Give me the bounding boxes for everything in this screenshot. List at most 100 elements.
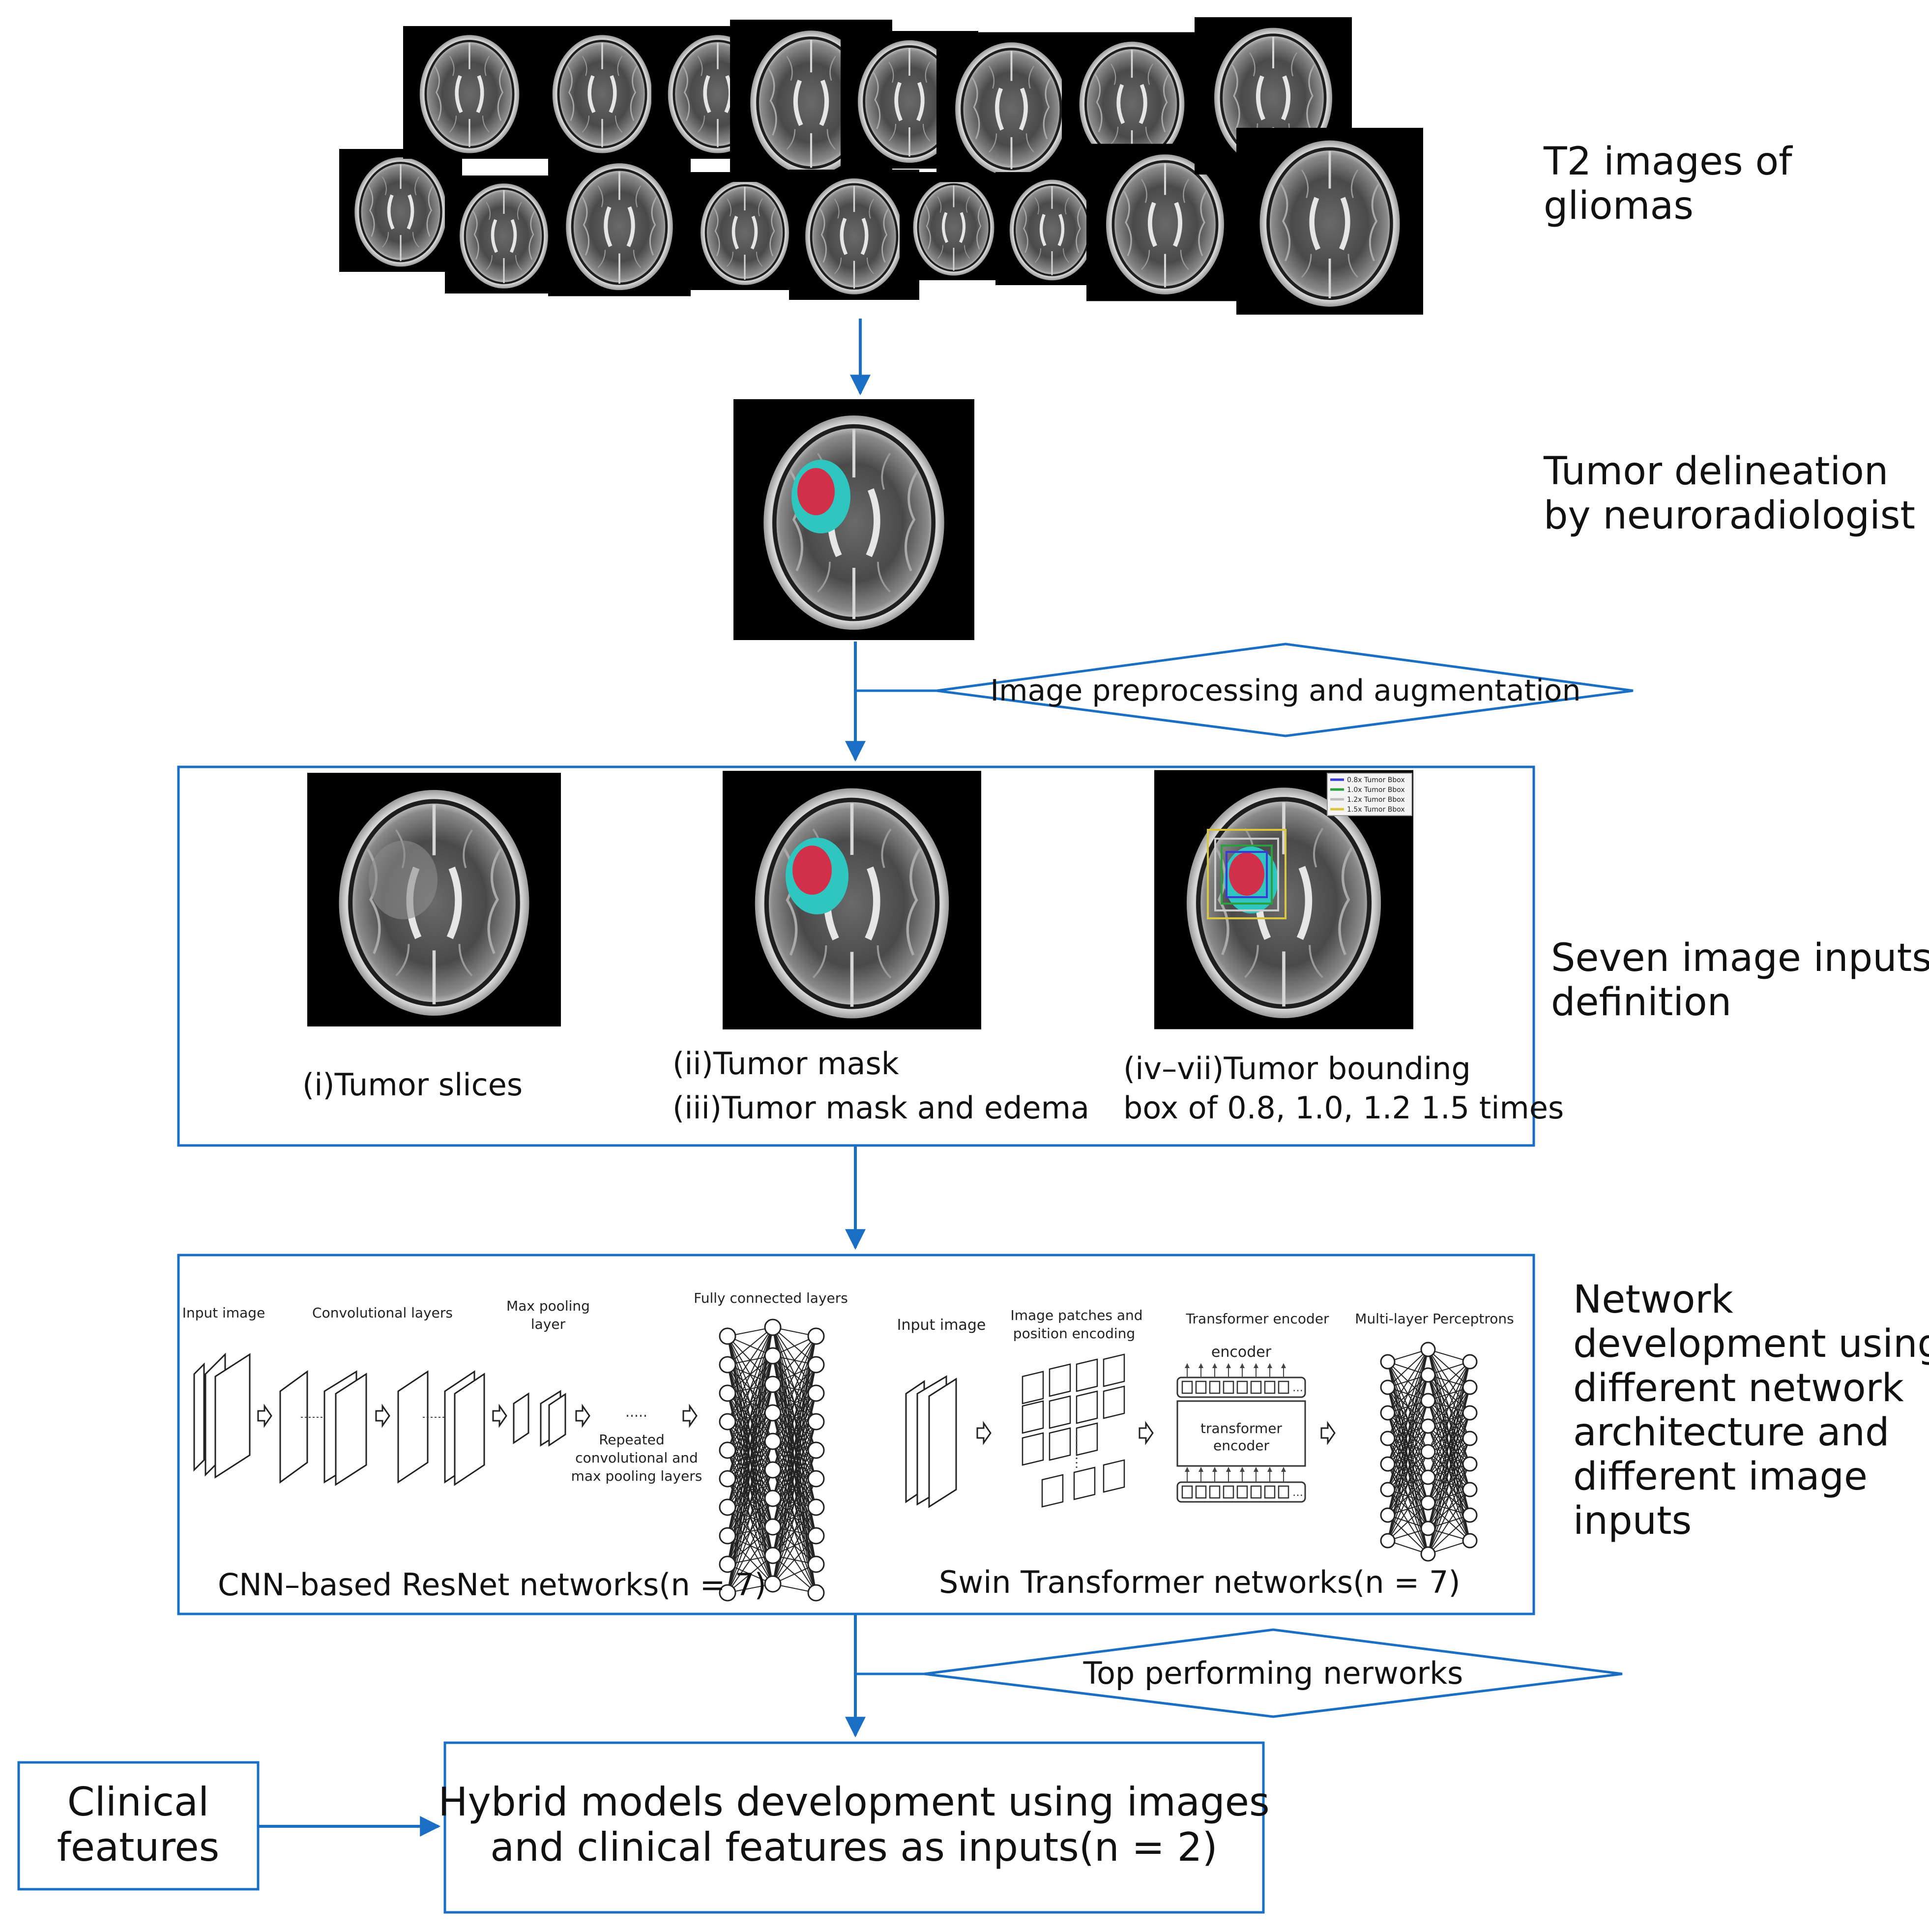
delineation-image xyxy=(733,399,974,640)
clinical-features-box xyxy=(17,1761,260,1891)
top-networks-label: Top performing nerworks xyxy=(1083,1655,1463,1691)
swin-patch-grid xyxy=(1022,1353,1125,1508)
network-node xyxy=(807,1413,825,1431)
token-square xyxy=(1250,1380,1262,1394)
top-networks-decision xyxy=(924,1628,1623,1718)
network-node xyxy=(807,1441,825,1459)
image-patch xyxy=(1049,1395,1071,1429)
token-square xyxy=(1236,1485,1248,1499)
swin-block-label-2: encoder xyxy=(1213,1437,1269,1454)
image-patch xyxy=(1022,1371,1044,1405)
network-node xyxy=(1420,1521,1436,1536)
network-node xyxy=(807,1584,825,1602)
token-square xyxy=(1264,1485,1276,1499)
network-node xyxy=(1380,1456,1396,1472)
swin-token-row-top: … xyxy=(1176,1363,1306,1398)
network-node xyxy=(1462,1379,1478,1395)
token-square xyxy=(1209,1380,1221,1394)
swin-patches-label-2: position encoding xyxy=(1013,1325,1135,1342)
network-node xyxy=(1420,1418,1436,1434)
token-square xyxy=(1250,1485,1262,1499)
swin-encoder-block xyxy=(1176,1400,1306,1467)
network-node xyxy=(1380,1507,1396,1523)
image-patch xyxy=(1049,1427,1071,1461)
image-patch xyxy=(1022,1400,1044,1434)
network-node xyxy=(1380,1533,1396,1549)
mri-slice xyxy=(445,176,563,293)
image-patch xyxy=(1022,1432,1044,1466)
cnn-fc-label: Fully connected layers xyxy=(694,1290,848,1306)
network-node xyxy=(1462,1533,1478,1549)
network-node xyxy=(719,1527,736,1545)
cnn-conv-label: Convolutional layers xyxy=(312,1305,453,1321)
image-patch xyxy=(1049,1363,1071,1397)
tumor-region xyxy=(797,468,835,515)
swin-encoder-top-label: encoder xyxy=(1211,1344,1272,1361)
network-node xyxy=(1420,1342,1436,1357)
cnn-flow-arrows xyxy=(257,1404,698,1428)
preprocessing-label: Image preprocessing and augmentation xyxy=(990,673,1580,708)
mri-slice xyxy=(900,172,1008,280)
network-node xyxy=(719,1498,736,1516)
image-patch xyxy=(1103,1385,1125,1419)
image-patch xyxy=(1076,1358,1098,1392)
cnn-diagram: Input image Convolutional layers Max poo… xyxy=(182,1290,848,1603)
network-label-line6: inputs xyxy=(1573,1499,1692,1543)
t2-label-line1: T2 images of xyxy=(1543,140,1793,184)
cnn-fully-connected xyxy=(719,1318,825,1602)
image-patch xyxy=(1041,1474,1064,1508)
network-node xyxy=(764,1490,782,1507)
network-node xyxy=(764,1518,782,1536)
mri-slice xyxy=(686,172,804,290)
seven-inputs-label-line1: Seven image inputs xyxy=(1551,936,1929,980)
t2-image-collage xyxy=(339,17,1423,315)
bbox-legend-item: 1.5x Tumor Bbox xyxy=(1347,806,1405,814)
network-node xyxy=(1462,1354,1478,1370)
network-node xyxy=(1380,1431,1396,1446)
bbox-label-1: (iv–vii)Tumor bounding xyxy=(1123,1051,1471,1086)
cnn-pool-stack xyxy=(513,1390,566,1447)
hybrid-model-box xyxy=(443,1741,1265,1914)
network-label-line3: different network xyxy=(1573,1366,1904,1410)
delineation-label-line2: by neuroradiologist xyxy=(1544,494,1915,538)
swin-token-row-bottom: … xyxy=(1176,1467,1306,1503)
network-label-line5: different image xyxy=(1573,1455,1868,1499)
cnn-repeated-label-3: max pooling layers xyxy=(571,1468,702,1484)
mri-slice xyxy=(339,149,462,272)
network-node xyxy=(764,1318,782,1336)
bbox-1.0x xyxy=(1221,845,1273,905)
token-square xyxy=(1181,1485,1193,1499)
hybrid-label-line2: and clinical features as inputs(n = 2) xyxy=(490,1824,1217,1870)
token-square xyxy=(1278,1485,1289,1499)
network-node xyxy=(719,1470,736,1488)
network-node xyxy=(1462,1507,1478,1523)
delineation-label-line1: Tumor delineation xyxy=(1543,449,1888,494)
token-square xyxy=(1223,1485,1234,1499)
svg-text:…: … xyxy=(1292,1382,1303,1394)
swin-mlp-label: Multi-layer Perceptrons xyxy=(1355,1311,1514,1327)
network-node xyxy=(719,1327,736,1345)
tumor-mask-label-2: (iii)Tumor mask and edema xyxy=(672,1090,1089,1126)
network-node xyxy=(764,1575,782,1593)
mri-slice xyxy=(403,26,536,159)
cnn-repeated-label-1: Repeated xyxy=(599,1432,665,1448)
network-node xyxy=(1380,1405,1396,1421)
image-patch xyxy=(1076,1390,1098,1424)
bbox-legend-item: 0.8x Tumor Bbox xyxy=(1347,776,1405,784)
network-node xyxy=(1462,1405,1478,1421)
t2-label-line2: gliomas xyxy=(1544,184,1694,228)
network-node xyxy=(1462,1456,1478,1472)
swin-mlp xyxy=(1380,1342,1478,1562)
network-node xyxy=(1380,1354,1396,1370)
bbox-legend-item: 1.2x Tumor Bbox xyxy=(1347,796,1405,804)
network-node xyxy=(719,1384,736,1402)
tumor-slices-label: (i)Tumor slices xyxy=(302,1067,523,1103)
swin-encoder-title: Transformer encoder xyxy=(1186,1311,1329,1327)
network-node xyxy=(1420,1367,1436,1383)
image-patch xyxy=(1103,1353,1125,1387)
mri-slice xyxy=(548,154,691,296)
network-node xyxy=(1420,1546,1436,1562)
cnn-caption: CNN–based ResNet networks(n = 7) xyxy=(218,1567,766,1603)
swin-flow-arrows xyxy=(976,1421,1336,1445)
